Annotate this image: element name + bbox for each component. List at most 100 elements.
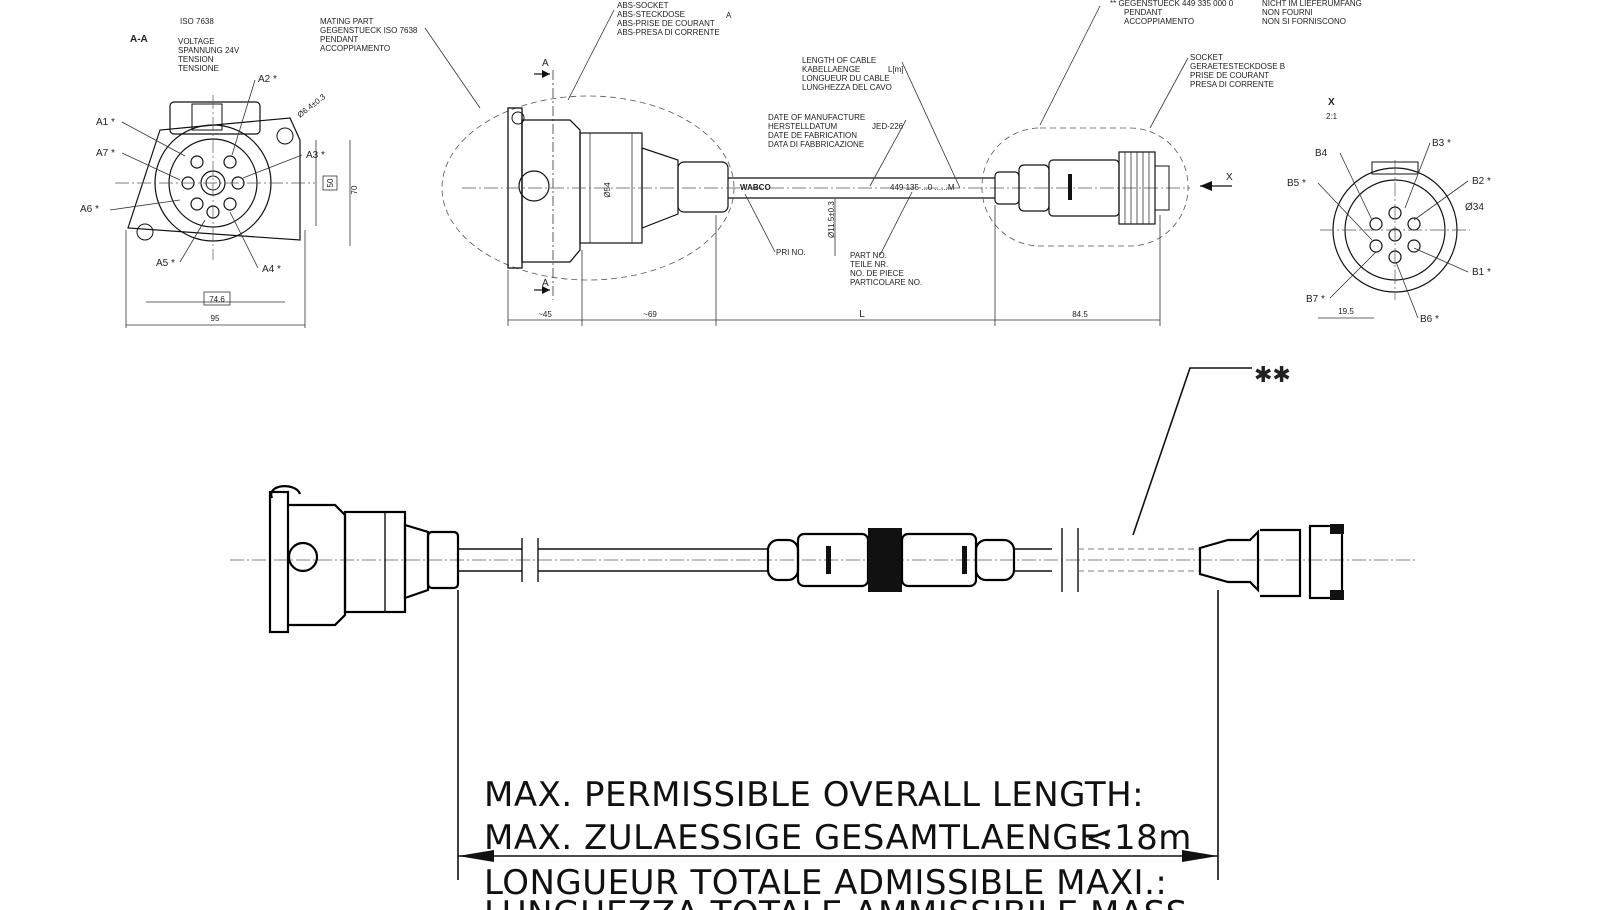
max-length-fr: LONGUEUR TOTALE ADMISSIBLE MAXI.: bbox=[484, 863, 1167, 903]
part-line-4: PARTICOLARE NO. bbox=[850, 278, 922, 287]
x-leader-b6 bbox=[1395, 261, 1419, 319]
x-leader-b1 bbox=[1413, 247, 1469, 273]
x-diameter: Ø34 bbox=[1465, 202, 1484, 213]
lower-plug-grip bbox=[1198, 529, 1260, 593]
abs-line-2: ABS-STECKDOSE bbox=[617, 10, 685, 19]
counterpart-line-2: PENDANT bbox=[1124, 8, 1162, 17]
pin-label-a7: A7 * bbox=[96, 148, 115, 159]
mating-line-3: PENDANT bbox=[320, 35, 358, 44]
dim-74-6: 74.6 bbox=[209, 295, 225, 304]
voltage-line-3: TENSION bbox=[178, 55, 214, 64]
mating-leader bbox=[424, 27, 481, 109]
abs-line-3: ABS-PRISE DE COURANT bbox=[617, 19, 715, 28]
pin-hole-2 bbox=[223, 155, 237, 169]
lower-socket-nut bbox=[343, 510, 407, 614]
part-line-3: NO. DE PIECE bbox=[850, 269, 904, 278]
mount-hole-right bbox=[276, 127, 294, 145]
abs-socket-view: ABS-SOCKET ABS-STECKDOSE ABS-PRISE DE CO… bbox=[441, 1, 1190, 300]
part-marking: 449 135 ...0 ......M bbox=[890, 183, 955, 192]
section-arrowhead-top bbox=[542, 70, 550, 78]
leader-a2 bbox=[231, 79, 256, 156]
socket-flange bbox=[127, 117, 301, 241]
date-line-1: DATE OF MANUFACTURE bbox=[768, 113, 865, 122]
length-line-2: KABELLAENGE bbox=[802, 65, 860, 74]
dim-69: ~69 bbox=[643, 310, 657, 319]
section-mark-bottom: A bbox=[542, 278, 549, 289]
abs-housing bbox=[521, 119, 581, 263]
detail-outline-b bbox=[981, 127, 1189, 247]
socketb-line-2: GERAETESTECKDOSE B bbox=[1190, 62, 1285, 71]
lower-coupling-marker-left bbox=[826, 546, 831, 574]
section-mark-top: A bbox=[542, 58, 549, 69]
view-x: X 2:1 B1 * B2 * B3 * B4 B5 * B6 * B7 * Ø… bbox=[1287, 97, 1491, 325]
overall-arrow-left bbox=[458, 850, 494, 862]
dia-cable: Ø11.5±0.3 bbox=[827, 201, 836, 238]
pin-hole-5 bbox=[190, 197, 204, 211]
abs-line-1: ABS-SOCKET bbox=[617, 1, 669, 10]
lower-plug-tab-bottom bbox=[1330, 590, 1344, 600]
lid-hinge bbox=[191, 103, 223, 131]
voltage-line-4: TENSIONE bbox=[178, 64, 219, 73]
x-pin-label-b2: B2 * bbox=[1472, 176, 1491, 187]
view-x-scale: 2:1 bbox=[1326, 112, 1338, 121]
leader-a6 bbox=[109, 199, 181, 211]
socketb-line-4: PRESA DI CORRENTE bbox=[1190, 80, 1274, 89]
date-leader bbox=[869, 119, 907, 187]
length-unit: L[m] bbox=[888, 65, 904, 74]
dia-54: Ø54 bbox=[603, 182, 612, 198]
date-line-4: DATA DI FABBRICAZIONE bbox=[768, 140, 864, 149]
iso-label: ISO 7638 bbox=[180, 17, 214, 26]
voltage-line-2: SPANNUNG 24V bbox=[178, 46, 240, 55]
lower-socket-gland bbox=[403, 523, 430, 600]
lower-coupling-boot-right bbox=[974, 538, 1016, 582]
abs-gland bbox=[641, 147, 679, 229]
length-line-4: LUNGHEZZA DEL CAVO bbox=[802, 83, 892, 92]
pin-label-a3: A3 * bbox=[306, 150, 325, 161]
mating-line-4: ACCOPPIAMENTO bbox=[320, 44, 390, 53]
hole-diameter: Ø6.4±0.3 bbox=[296, 92, 328, 120]
plug-marker bbox=[1068, 174, 1072, 200]
dim-50: 50 bbox=[326, 178, 335, 187]
lower-socket-gland-nut bbox=[426, 530, 460, 590]
dim-70: 70 bbox=[350, 185, 359, 194]
leader-a1 bbox=[121, 121, 186, 157]
double-star-leader bbox=[1132, 367, 1252, 536]
view-x-label: X bbox=[1328, 97, 1335, 108]
plug-face bbox=[1154, 165, 1170, 211]
abs-leader bbox=[567, 9, 615, 101]
lower-assembly-view: ✱✱ MAX. PERMISSIBLE OVERALL LENGTH: MAX.… bbox=[230, 362, 1415, 910]
supply-line-1: NICHT IM LIEFERUMFANG bbox=[1262, 0, 1362, 8]
x-leader-b4 bbox=[1339, 152, 1373, 221]
section-label-aa: A-A bbox=[130, 34, 148, 45]
dim-45: ~45 bbox=[538, 310, 552, 319]
view-aa: A-A ISO 7638 VOLTAGE SPANNUNG 24V TENSIO… bbox=[80, 17, 359, 328]
x-leader-b2 bbox=[1413, 180, 1469, 221]
x-pin-label-b1: B1 * bbox=[1472, 267, 1491, 278]
pri-no: PRI NO. bbox=[776, 248, 806, 257]
counterpart-view: ** GEGENSTUECK 449 335 000 0 PENDANT ACC… bbox=[981, 0, 1362, 247]
max-length-value: <18m bbox=[1085, 818, 1192, 858]
lower-plug-tab-top bbox=[1330, 524, 1344, 534]
view-arrowhead bbox=[1200, 181, 1212, 191]
voltage-line-1: VOLTAGE bbox=[178, 37, 215, 46]
supply-line-3: NON SI FORNISCONO bbox=[1262, 17, 1346, 26]
leader-a3 bbox=[242, 154, 303, 179]
counterpart-leader bbox=[1039, 5, 1101, 126]
pin-label-a2: A2 * bbox=[258, 74, 277, 85]
part-line-2: TEILE NR. bbox=[850, 260, 888, 269]
dim-95: 95 bbox=[211, 314, 220, 323]
dim-l: L bbox=[859, 309, 865, 320]
x-leader-b5 bbox=[1317, 182, 1373, 241]
lower-coupling-marker-right bbox=[962, 546, 967, 574]
abs-spring bbox=[511, 111, 525, 125]
pin-label-a6: A6 * bbox=[80, 204, 99, 215]
pin-label-a1: A1 * bbox=[96, 117, 115, 128]
pin-hole-1 bbox=[190, 155, 204, 169]
x-pin-label-b5: B5 * bbox=[1287, 178, 1306, 189]
length-leader bbox=[901, 61, 961, 189]
lower-plug-head bbox=[1308, 524, 1344, 600]
dim-box-74-6 bbox=[203, 291, 231, 306]
lower-socket-spring bbox=[270, 485, 302, 499]
max-length-en: MAX. PERMISSIBLE OVERALL LENGTH: bbox=[484, 775, 1144, 815]
socketb-line-1: SOCKET bbox=[1190, 53, 1223, 62]
